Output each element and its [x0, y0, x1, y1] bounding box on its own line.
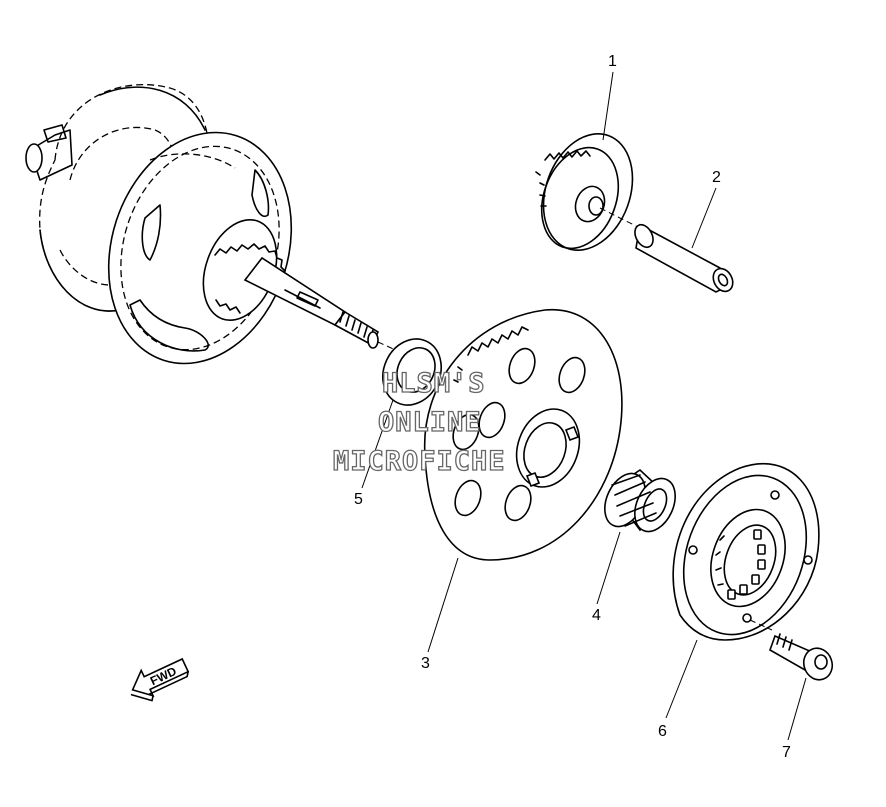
part-6-starter-clutch: [672, 462, 820, 641]
part-7-bolt: [769, 633, 834, 681]
callout-labels: 1 2 3 4 5 6 7: [354, 53, 791, 761]
fwd-label: FWD: [148, 664, 179, 688]
watermark-line-1: HLSM'S: [382, 368, 486, 399]
watermark: HLSM'S ONLINE MICROFICHE: [332, 367, 506, 477]
watermark-line-2: ONLINE: [378, 407, 482, 438]
fwd-arrow-icon: FWD: [130, 657, 190, 702]
watermark-line-3: MICROFICHE: [333, 446, 506, 477]
callout-3: 3: [421, 655, 430, 672]
callout-7: 7: [782, 744, 791, 761]
callout-2: 2: [712, 169, 721, 186]
part-2-shaft-pin: [599, 207, 734, 293]
part-3-starter-wheel-gear: [423, 309, 623, 561]
callout-1: 1: [608, 53, 617, 70]
part-1-idle-gear: [535, 133, 634, 251]
callout-leaders: [361, 71, 807, 741]
part-4-needle-bearing: [604, 468, 676, 533]
callout-5: 5: [354, 491, 363, 508]
callout-4: 4: [592, 607, 601, 624]
part-5-washer: [382, 338, 442, 406]
callout-6: 6: [658, 723, 667, 740]
crankshaft: [25, 84, 401, 365]
